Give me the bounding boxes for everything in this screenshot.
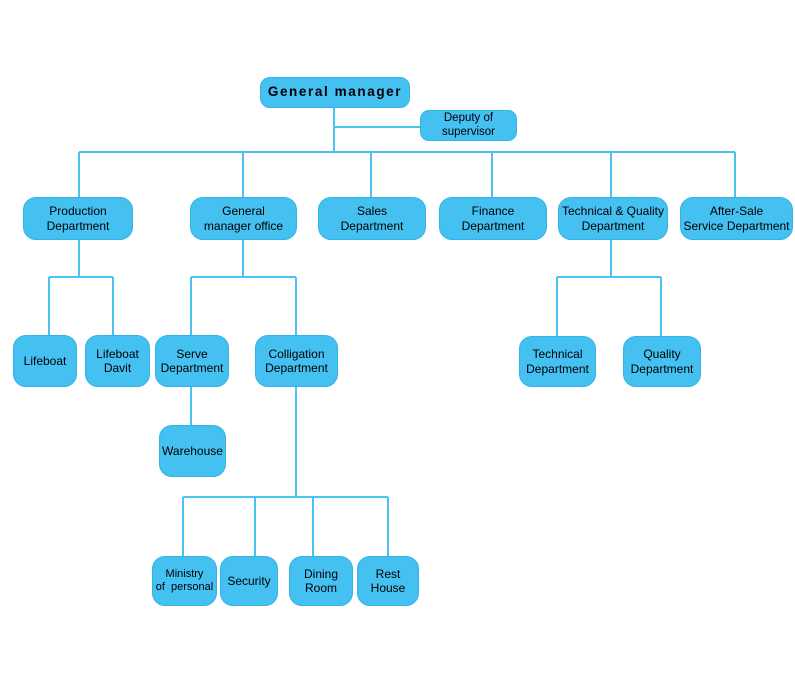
- node-quality-department: Quality Department: [623, 336, 701, 387]
- node-production-department: Production Department: [23, 197, 133, 240]
- node-security: Security: [220, 556, 278, 606]
- node-rest-house: Rest House: [357, 556, 419, 606]
- node-finance-department: Finance Department: [439, 197, 547, 240]
- node-general-manager-office: General manager office: [190, 197, 297, 240]
- node-lifeboat-davit: Lifeboat Davit: [85, 335, 150, 387]
- node-lifeboat: Lifeboat: [13, 335, 77, 387]
- node-dining-room: Dining Room: [289, 556, 353, 606]
- node-technical-quality-department: Technical & Quality Department: [558, 197, 668, 240]
- node-general-manager: General manager: [260, 77, 410, 108]
- node-deputy-of-supervisor: Deputy of supervisor: [420, 110, 517, 141]
- node-warehouse: Warehouse: [159, 425, 226, 477]
- node-after-sale-service-department: After-Sale Service Department: [680, 197, 793, 240]
- node-serve-department: Serve Department: [155, 335, 229, 387]
- node-sales-department: Sales Department: [318, 197, 426, 240]
- node-ministry-of-personal: Ministry of personal: [152, 556, 217, 606]
- node-colligation-department: Colligation Department: [255, 335, 338, 387]
- node-technical-department: Technical Department: [519, 336, 596, 387]
